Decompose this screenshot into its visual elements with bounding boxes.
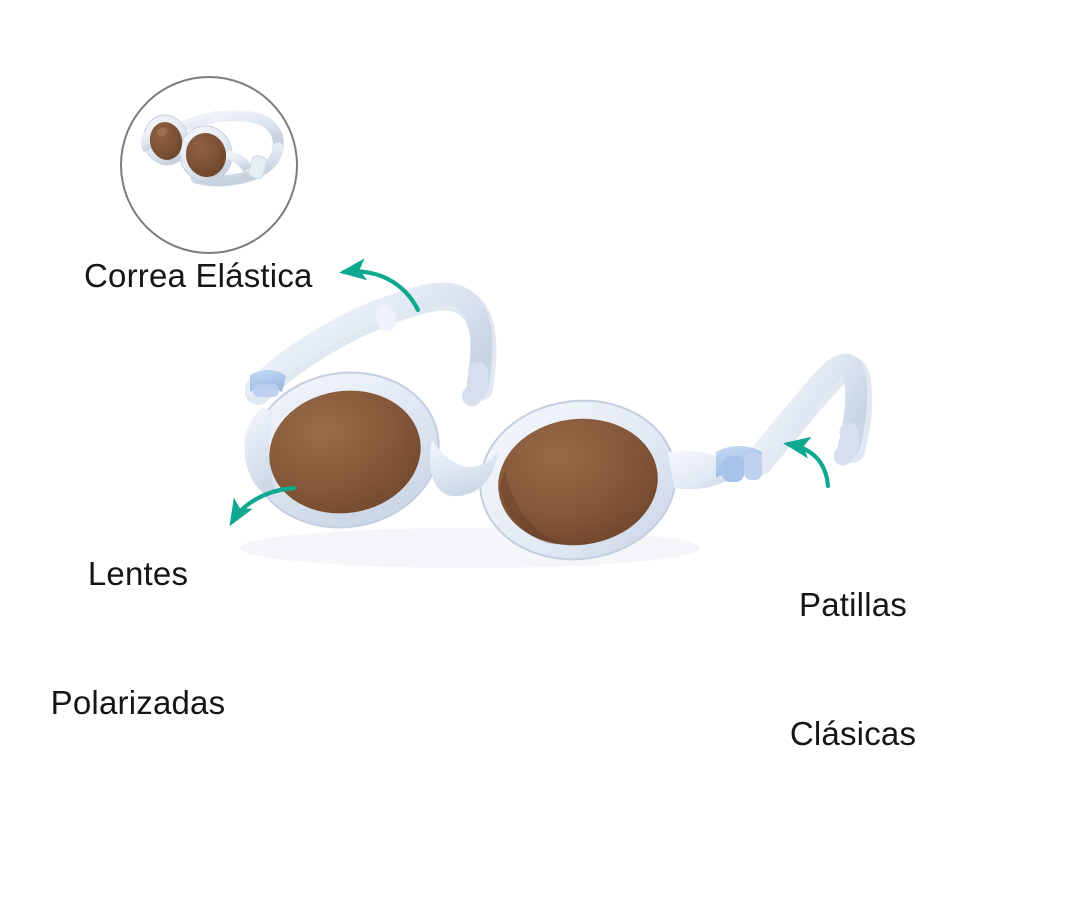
bridge	[430, 440, 498, 497]
strap-upper	[168, 110, 284, 154]
endpiece-left	[244, 408, 276, 495]
lens-right	[498, 418, 658, 546]
lenses	[269, 390, 658, 546]
arrow-correa-elastica	[339, 258, 421, 313]
feature-label-patillas-line1: Patillas	[799, 586, 907, 623]
feature-label-correa-elastica: Correa Elástica	[84, 257, 313, 294]
strap-keeper	[209, 110, 223, 123]
temple-right	[746, 353, 873, 475]
arrow-lentes-polarizadas	[229, 485, 297, 527]
inset-lens-right	[185, 133, 227, 177]
lens-left	[269, 390, 421, 514]
hinge-right-block	[722, 456, 744, 482]
inset-illustration	[140, 110, 284, 187]
inset-circle-correa-elastica	[120, 76, 298, 254]
feature-label-lentes-polarizadas: Lentes Polarizadas	[42, 466, 234, 810]
feature-label-patillas-line2: Clásicas	[789, 715, 917, 752]
temple-left	[245, 282, 497, 406]
feature-label-lentes-line2: Polarizadas	[50, 684, 226, 721]
arrow-patillas-clasicas	[783, 436, 831, 489]
feature-label-lentes-line1: Lentes	[87, 555, 189, 592]
feature-label-patillas-clasicas: Patillas Clásicas	[784, 497, 922, 841]
hinge-connectors	[250, 369, 762, 482]
